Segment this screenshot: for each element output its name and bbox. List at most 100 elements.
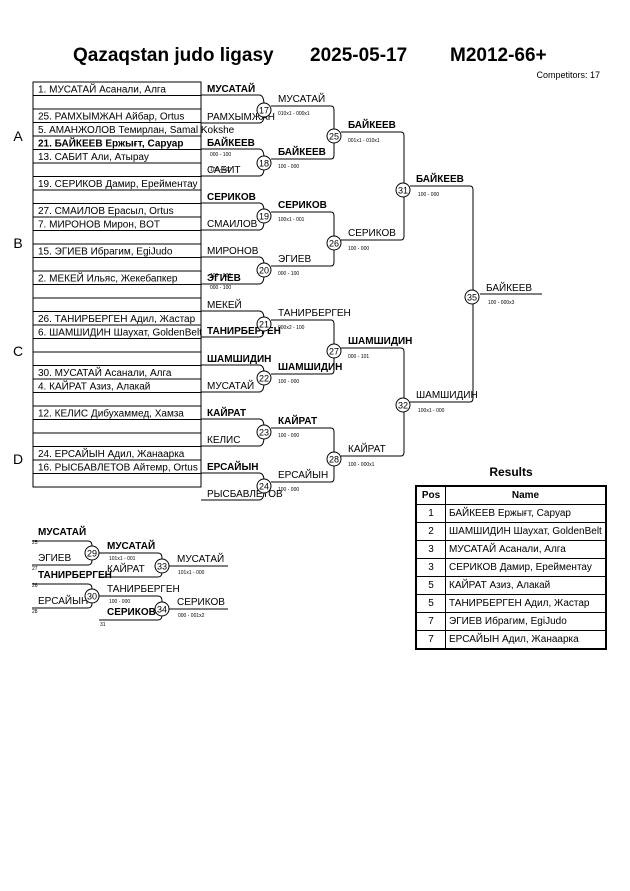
entry-name: 30. МУСАТАЙ Асанали, Алга	[38, 366, 172, 379]
repechage-winner: СЕРИКОВ	[177, 597, 225, 608]
final-winner: БАЙКЕЕВ	[486, 281, 532, 294]
entry-name: 2. МЕКЕЙ Ильяс, Жекебапкер	[38, 272, 178, 285]
repechage-score: 101x1 - 001	[109, 556, 136, 562]
bracket-connector	[330, 211, 335, 236]
page-header: Qazaqstan judo ligasy 2025-05-17 M2012-6…	[0, 45, 630, 71]
match-number: 28	[329, 455, 339, 465]
match-winner: БАЙКЕЕВ	[416, 172, 464, 185]
round1-name: МИРОНОВ	[207, 246, 259, 257]
match-number: 32	[398, 401, 408, 411]
result-pos: 1	[415, 504, 446, 523]
bracket-connector	[400, 197, 405, 241]
match-winner: ЕРСАЙЫН	[278, 468, 328, 481]
round1-score: 000 - 100	[210, 285, 231, 291]
match-number-circle	[395, 397, 411, 413]
match-score: 100x1 - 000	[418, 408, 445, 414]
round1-name: ТАНИРБЕРГЕН	[207, 326, 281, 337]
pool-label: B	[13, 235, 22, 251]
match-number: 21	[259, 320, 269, 330]
match-number-circle	[395, 182, 411, 198]
match-number: 33	[157, 562, 167, 572]
round1-name: РЫСБАВЛЕТОВ	[207, 489, 283, 500]
match-number: 26	[329, 239, 339, 249]
match-winner: ЭГИЕВ	[278, 254, 311, 265]
entry-name: 12. КЕЛИС Дибухаммед, Хамза	[38, 408, 184, 420]
repechage-small: 26	[32, 583, 38, 589]
round1-name: СМАИЛОВ	[207, 219, 258, 230]
match-number-circle	[256, 208, 272, 224]
repechage-score: 101x1 - 000	[178, 570, 205, 576]
match-number-circle	[256, 370, 272, 386]
match-number-circle	[326, 128, 342, 144]
round1-name: МУСАТАЙ	[207, 82, 255, 95]
match-score: 000 - 100	[278, 271, 299, 277]
round1-name: САБИТ	[207, 165, 241, 176]
pool-label: C	[13, 343, 23, 359]
round1-name: МУСАТАЙ	[207, 379, 254, 392]
match-number: 23	[259, 428, 269, 438]
entry-name: 13. САБИТ Али, Атырау	[38, 152, 149, 163]
repechage-small: 25	[32, 540, 38, 546]
repechage-name: СЕРИКОВ	[107, 607, 156, 618]
bracket-connector	[400, 347, 405, 398]
bracket-connector	[400, 131, 405, 183]
result-name: СЕРИКОВ Дамир, Ерейментау	[445, 558, 607, 577]
entry-name: 24. ЕРСАЙЫН Адил, Жанаарка	[38, 447, 185, 460]
result-pos: 7	[415, 612, 446, 631]
result-name: ШАМШИДИН Шаухат, GoldenBelt	[445, 522, 607, 541]
match-number-circle	[326, 343, 342, 359]
bracket-connector	[400, 412, 405, 457]
match-number-circle	[256, 316, 272, 332]
repechage-name: ЕРСАЙЫН	[38, 594, 88, 607]
match-number: 18	[259, 159, 269, 169]
match-score: 000 - 101	[348, 354, 369, 360]
entry-name: 4. КАЙРАТ Азиз, Алакай	[38, 380, 150, 393]
match-winner: КАЙРАТ	[348, 442, 386, 455]
match-number: 27	[329, 347, 339, 357]
bracket-connector	[157, 595, 163, 606]
match-winner: БАЙКЕЕВ	[278, 145, 326, 158]
match-number-circle	[256, 262, 272, 278]
round1-score: 000 - 100	[210, 152, 231, 158]
entry-name: 16. РЫСБАВЛЕТОВ Айтемр, Ortus	[38, 463, 198, 474]
bracket-connector	[330, 319, 335, 344]
round1-name: РАМХЫМЖАН	[207, 112, 275, 123]
match-number-circle	[256, 155, 272, 171]
round1-name: ШАМШИДИН	[207, 354, 271, 365]
entry-name: 15. ЭГИЕВ Ибрагим, EgiJudo	[38, 246, 173, 258]
match-winner: ШАМШИДИН	[278, 362, 342, 373]
match-winner: ШАМШИДИН	[348, 336, 412, 347]
match-number-circle	[464, 289, 480, 305]
round1-name: КАЙРАТ	[207, 406, 246, 419]
repechage-small: 31	[100, 622, 106, 628]
result-pos: 7	[415, 630, 446, 650]
weight-category: M2012-66+	[450, 45, 547, 66]
bracket-connector	[330, 358, 335, 375]
result-pos: 5	[415, 576, 446, 595]
entry-name: 6. ШАМШИДИН Шаухат, GoldenBelt	[38, 328, 202, 339]
entry-name: 26. ТАНИРБЕРГЕН Адил, Жастар	[38, 314, 196, 325]
result-name: ЕРСАЙЫН Адил, Жанаарка	[445, 630, 607, 650]
bracket-connector	[330, 143, 335, 160]
bracket-connector	[469, 304, 474, 403]
repechage-name: ТАНИРБЕРГЕН	[38, 570, 112, 581]
entry-name: 7. МИРОНОВ Мирон, BOT	[38, 220, 160, 231]
result-pos: 3	[415, 558, 446, 577]
competitors-count: Competitors: 17	[536, 70, 600, 80]
repechage-name: ЭГИЕВ	[38, 553, 71, 564]
match-number: 22	[259, 374, 269, 384]
match-score: 100 - 000	[278, 433, 299, 439]
repechage-name: ТАНИРБЕРГЕН	[107, 584, 180, 595]
repechage-name: МУСАТАЙ	[38, 525, 86, 538]
round1-name: ЭГИЕВ	[207, 273, 241, 284]
entry-name: 25. РАМХЫМЖАН Айбар, Ortus	[38, 111, 184, 123]
